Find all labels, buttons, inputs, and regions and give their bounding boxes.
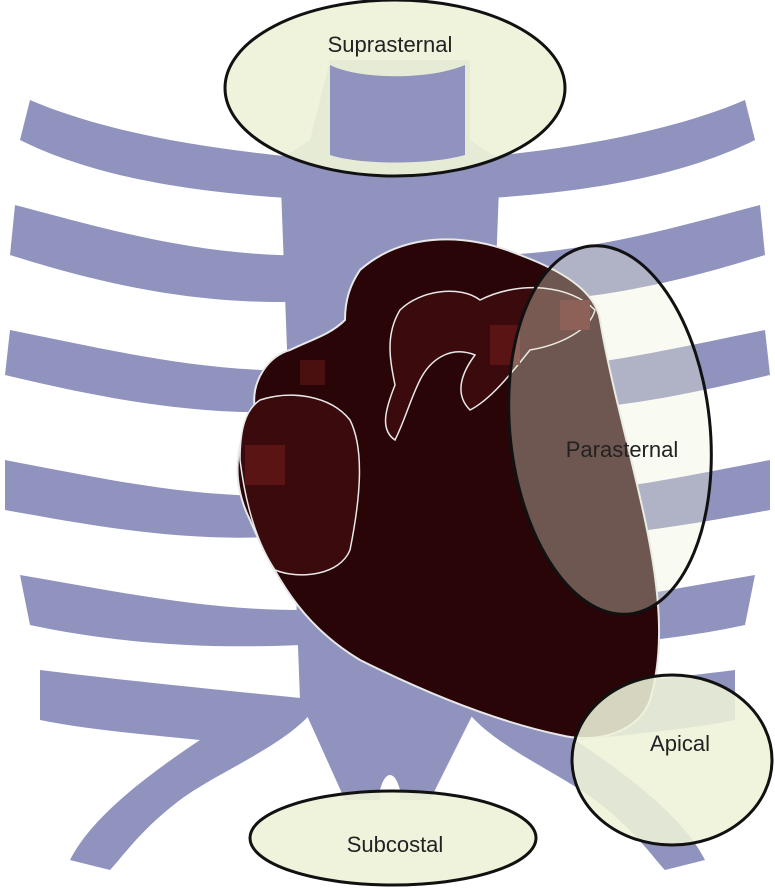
- suprasternal-notch: [330, 65, 465, 163]
- rib-left-5: [20, 575, 300, 646]
- rib-left-2: [10, 205, 330, 302]
- subcostal-label: Subcostal: [347, 832, 444, 857]
- window-apical: Apical: [572, 675, 772, 845]
- apical-label: Apical: [650, 731, 710, 756]
- window-suprasternal: Suprasternal: [225, 0, 565, 176]
- suprasternal-label: Suprasternal: [328, 32, 453, 57]
- heart-highlight-4: [300, 360, 325, 385]
- parasternal-label: Parasternal: [566, 437, 679, 462]
- apical-ellipse: [572, 675, 772, 845]
- window-subcostal: Subcostal: [250, 791, 536, 885]
- heart-highlight-1: [245, 445, 285, 485]
